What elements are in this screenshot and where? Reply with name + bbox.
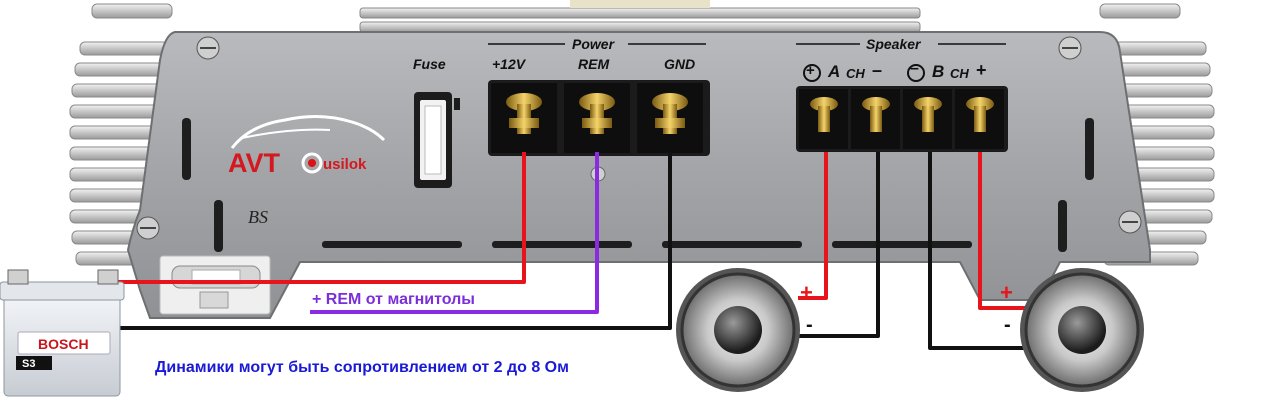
terminal-b-minus <box>914 97 942 132</box>
wire-rem-remote <box>310 152 599 314</box>
speaker-group-label: Speaker <box>866 36 921 52</box>
brand-logo <box>230 114 386 174</box>
wire-a-minus <box>798 152 880 338</box>
minus-circle-icon <box>907 64 925 82</box>
speaker-b <box>1020 268 1144 392</box>
speaker-b-minus-mark: - <box>1004 314 1011 336</box>
rem-note: + REM от магнитолы <box>312 291 475 308</box>
channel-a-minus-sign: – <box>872 60 883 80</box>
fuse-holder <box>414 92 460 188</box>
terminal-a-plus <box>810 97 838 132</box>
wire-b-plus <box>978 152 1030 310</box>
power-terminal-block <box>488 80 710 156</box>
terminal-rem <box>579 93 615 134</box>
power-terminal-gnd-label: GND <box>664 56 696 72</box>
terminal-a-minus <box>862 97 890 132</box>
chassis-screws <box>136 36 1142 240</box>
speaker-a-plus-mark: + <box>800 280 813 305</box>
speaker-a <box>676 268 800 392</box>
channel-a-label: A <box>828 62 841 81</box>
channel-b-ch-label: CH <box>950 66 969 81</box>
terminal-b-plus <box>966 97 994 132</box>
plus-circle-icon <box>803 64 821 82</box>
logo-suffix: usilok <box>323 156 367 173</box>
battery-brand: BOSCH <box>38 336 89 352</box>
channel-b-label: B <box>932 62 945 81</box>
amplifier-chassis <box>126 31 1151 319</box>
wire-b-minus <box>928 152 1030 350</box>
channel-b-plus-sign: + <box>976 60 987 80</box>
speaker-b-plus-mark: + <box>1000 280 1013 305</box>
heatsink-fins-left <box>69 3 173 266</box>
terminal-12v <box>506 93 542 134</box>
channel-a-ch-label: CH <box>846 66 865 81</box>
speaker-a-minus-mark: - <box>806 314 813 336</box>
logo-prefix: AVT <box>228 148 281 178</box>
heatsink-fins-top <box>359 0 921 33</box>
wire-a-plus <box>798 152 828 300</box>
channel-a-plus-sign: + <box>806 62 815 79</box>
fuse-label: Fuse <box>413 56 446 72</box>
power-terminal-12v-label: +12V <box>492 56 526 72</box>
chassis-vent-slots <box>182 118 1094 252</box>
terminal-gnd <box>652 93 688 134</box>
badge-text: BS <box>248 207 268 227</box>
speaker-terminal-block <box>796 86 1008 152</box>
car-battery <box>0 269 125 397</box>
channel-b-minus-sign: – <box>910 60 919 77</box>
speaker-impedance-note: Динамики могут быть сопротивлением от 2 … <box>155 359 569 376</box>
power-group-label: Power <box>572 36 615 52</box>
inline-fuse <box>159 255 271 315</box>
battery-model: S3 <box>22 358 35 370</box>
power-terminal-rem-label: REM <box>578 56 610 72</box>
